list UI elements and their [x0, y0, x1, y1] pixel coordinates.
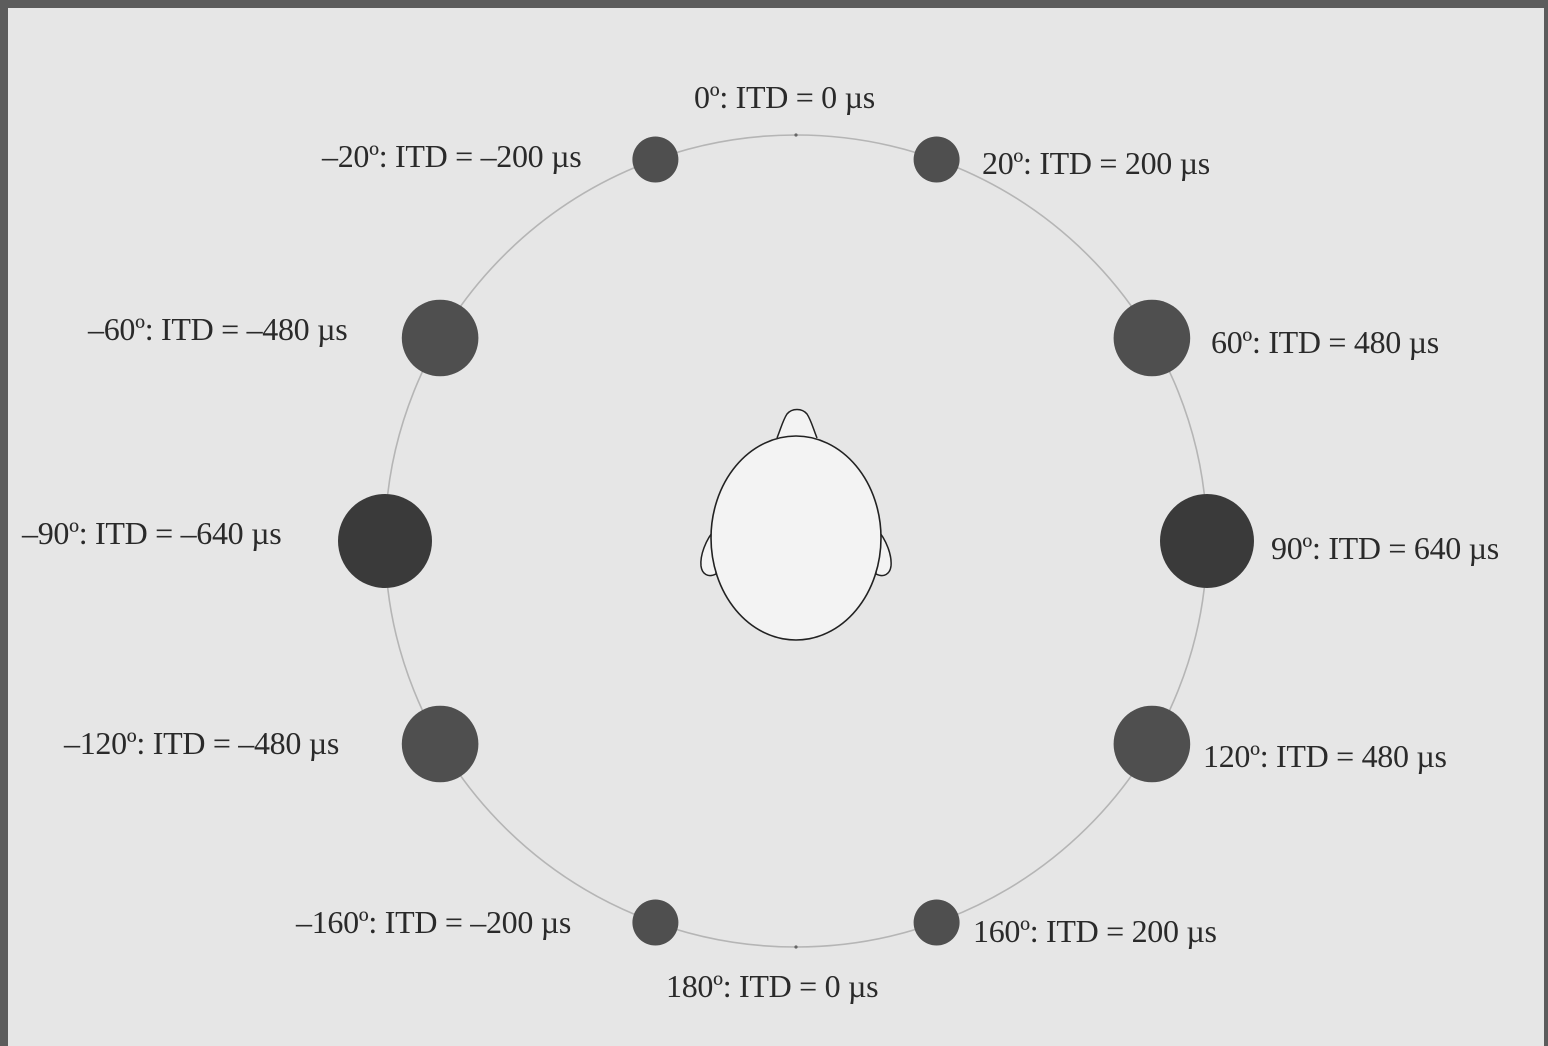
label-p0: 0º: ITD = 0 µs: [694, 81, 875, 113]
label-m20: –20º: ITD = –200 µs: [322, 140, 581, 172]
nose: [777, 410, 817, 439]
source-dot-p60: [1114, 300, 1191, 377]
source-dot-m120: [402, 706, 479, 783]
label-p90: 90º: ITD = 640 µs: [1271, 532, 1499, 564]
source-dot-p0: [794, 133, 797, 136]
source-dot-p120: [1114, 706, 1191, 783]
label-m90: –90º: ITD = –640 µs: [22, 517, 281, 549]
label-p180: 180º: ITD = 0 µs: [666, 970, 878, 1002]
label-m60: –60º: ITD = –480 µs: [88, 313, 347, 345]
source-dot-p90: [1160, 494, 1254, 588]
head-outline: [711, 436, 881, 640]
label-m120: –120º: ITD = –480 µs: [64, 727, 339, 759]
source-dot-m60: [402, 300, 479, 377]
source-dot-m90: [338, 494, 432, 588]
label-p120: 120º: ITD = 480 µs: [1203, 740, 1447, 772]
label-p20: 20º: ITD = 200 µs: [982, 147, 1210, 179]
label-m160: –160º: ITD = –200 µs: [296, 906, 571, 938]
source-dot-p160: [914, 900, 960, 946]
source-dot-p180: [794, 945, 797, 948]
head-icon: [701, 410, 891, 641]
source-dot-m20: [632, 137, 678, 183]
source-dot-m160: [632, 900, 678, 946]
source-dot-p20: [914, 137, 960, 183]
label-p60: 60º: ITD = 480 µs: [1211, 326, 1439, 358]
label-p160: 160º: ITD = 200 µs: [973, 915, 1217, 947]
